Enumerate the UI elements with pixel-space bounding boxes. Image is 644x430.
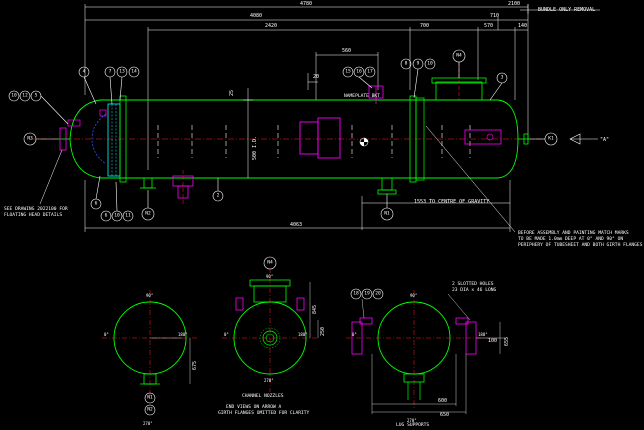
ev1-nozzle-n2: N2 [147,407,153,413]
nozzle-label-n2: N2 [145,211,151,217]
end-view-3 [346,288,506,414]
lug-support-right [464,129,502,145]
balloon-16: 16 [356,69,362,75]
balloon-14: 14 [131,69,137,75]
nameplate-label: NAMEPLATE BKT [344,93,380,99]
balloon-8: 8 [405,61,408,67]
ev1-angle-270: 270° [143,421,153,426]
ev2-angle-180: 180° [298,332,308,337]
ev3-angle-180: 180° [478,332,488,337]
dim-845: 845 [312,305,318,314]
dim-4063: 4063 [290,222,302,228]
dim-2420: 2420 [265,23,277,29]
before-assembly-line3: PERIPHERY OF TUBESHEET AND BOTH GIRTH FL… [518,242,643,248]
balloon-18: 18 [353,291,359,297]
balloon-15: 15 [345,69,351,75]
dim-700: 700 [420,23,429,29]
view-arrow-a: "A" [569,133,609,145]
ev3-angle-0: 0° [352,332,357,337]
dim-560: 560 [342,48,351,54]
ev1-nozzle-n1: N1 [147,395,153,401]
view-a-label: "A" [600,137,609,143]
before-assembly-line2: TO BE MADE 1.0mm DEEP AT 0° AND 90° ON [518,236,623,242]
channel-nozzles-label: CHANNEL NOZZLES [242,393,284,399]
before-assembly-line1: BEFORE ASSEMBLY AND PAINTING MATCH MARKS [518,230,629,236]
floating-head [91,113,107,165]
heat-exchanger-elevation: 500 I.D. 25 [30,62,545,205]
ev3-angle-90: 90° [410,293,417,298]
dim-4080: 4080 [250,13,262,19]
dim-20: 20 [313,74,319,80]
nozzle-label-k1: K1 [548,136,554,142]
balloon-7: 7 [109,69,112,75]
balloon-6b: 6 [105,213,108,219]
dim-140: 140 [518,23,527,29]
ev1-angle-0: 0° [104,332,109,337]
balloon-19: 19 [364,291,370,297]
balloon-10b: 10 [427,61,433,67]
balloon-10c: 10 [114,213,120,219]
ev2-angle-0: 0° [224,332,229,337]
dim-675: 675 [192,361,198,370]
ev2-angle-270: 270° [264,378,274,383]
dim-650: 650 [440,412,449,418]
balloon-13: 13 [119,69,125,75]
balloon-20: 20 [375,291,381,297]
nozzle-n1 [381,177,393,191]
dim-100: 100 [488,338,497,344]
balloon-11: 11 [125,213,131,219]
dim-25: 25 [229,90,235,96]
tubesheet [107,103,121,177]
end-views-line1: END VIEWS ON ARROW A [226,404,282,410]
balloon-2: 2 [217,193,220,199]
see-drawing-line2: FLOATING HEAD DETAILS [4,212,62,218]
dim-1553: 1553 TO CENTRE OF GRAVITY [414,199,489,205]
balloon-4: 4 [83,69,86,75]
dim-600: 600 [438,398,447,404]
balloon-17: 17 [367,69,373,75]
dim-655: 655 [504,337,510,346]
balloon-5: 5 [35,93,38,99]
bundle-removal-note: BUNDLE ONLY REMOVAL [538,7,595,13]
nozzle-n4 [435,81,483,101]
nozzle-label-n3: N3 [27,136,33,142]
dim-bundle-removal: 2100 [508,1,520,7]
bore-label: 500 I.D. [252,136,258,160]
ev1-angle-90: 90° [146,293,153,298]
balloon-9: 9 [417,61,420,67]
nozzle-n2 [143,177,153,189]
lower-dimensions [84,125,516,233]
ev1-angle-180: 180° [178,332,188,337]
top-dimensions [84,4,600,170]
slotted-holes-line2: 23 DIA x 46 LONG [452,287,496,293]
slotted-holes-line1: 2 SLOTTED HOLES [452,281,494,287]
balloon-3: 3 [501,75,504,81]
girth-flange-left [119,95,127,183]
ev3-angle-270: 270° [407,418,417,423]
balloon-6: 6 [95,201,98,207]
lug-supports-label: LUG SUPPORTS [396,422,429,428]
nozzle-label-n4: N4 [456,53,462,59]
nozzle-n3 [59,127,67,151]
balloon-12: 12 [22,93,28,99]
nozzle-k1 [523,133,529,145]
balloons-elevation [8,49,558,222]
end-view-1 [102,290,198,416]
ev2-nozzle-n4: N4 [267,260,273,266]
ev2-angle-90: 90° [266,274,273,279]
dim-710: 710 [490,13,499,19]
nozzle-label-n1: N1 [384,211,390,217]
balloon-10: 10 [11,93,17,99]
dim-250: 250 [320,327,326,336]
dim-overall: 4780 [300,1,312,7]
end-views-line2: GIRTH FLANGES OMITTED FOR CLARITY [218,410,310,416]
see-drawing-line1: SEE DRAWING 2022100 FOR [4,206,68,212]
end-view-2 [222,256,319,392]
inspection-opening [299,121,319,155]
dim-570: 570 [484,23,493,29]
